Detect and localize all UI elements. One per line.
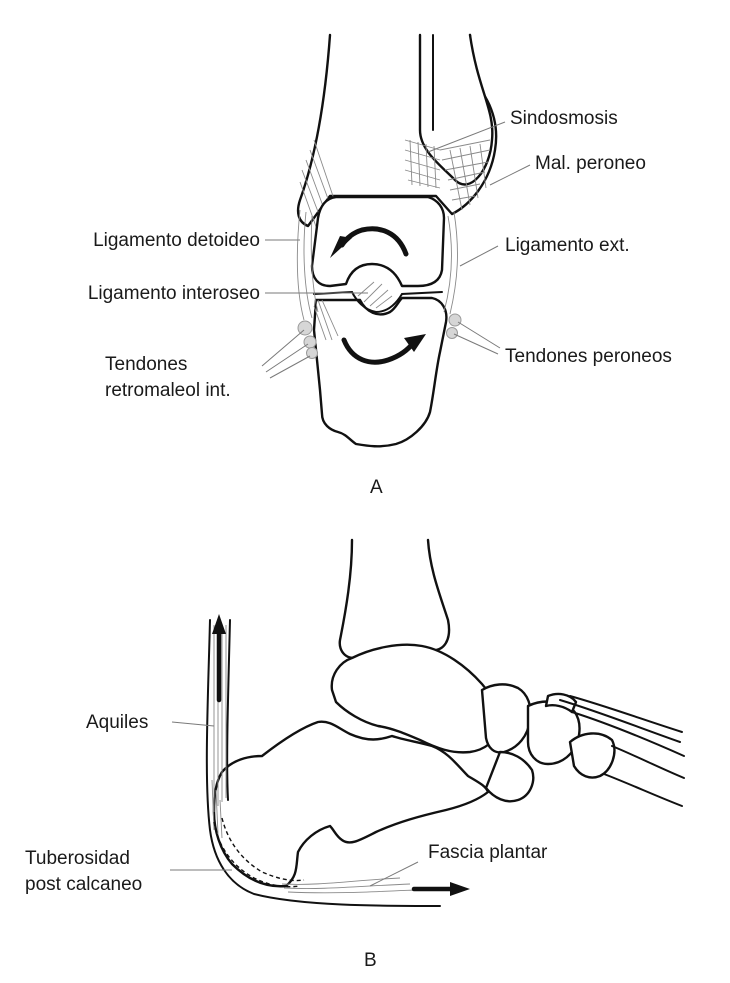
lateral-ligament — [444, 212, 457, 314]
panel-a: Sindosmosis Mal. peroneo Ligamento detoi… — [88, 35, 672, 498]
calcaneus-bone — [314, 298, 446, 446]
metatarsal-shaft-bottom2 — [604, 774, 682, 806]
metatarsal-base — [570, 733, 614, 777]
achilles-pull-arrowhead — [212, 614, 226, 634]
label-ligamento-ext: Ligamento ext. — [505, 235, 630, 256]
label-tuberosidad-line1: Tuberosidad — [25, 848, 130, 869]
label-ligamento-deltoideo: Ligamento detoideo — [93, 230, 260, 251]
cuboid-bone — [486, 752, 533, 801]
label-ligamento-interoseo: Ligamento interoseo — [88, 283, 260, 304]
panel-a-letter: A — [370, 477, 383, 498]
label-sindesmosis: Sindosmosis — [510, 108, 618, 129]
fascia-pull-arrowhead — [450, 882, 470, 896]
label-aquiles: Aquiles — [86, 712, 148, 733]
plantar-fascia — [282, 878, 416, 893]
label-fascia-plantar: Fascia plantar — [428, 842, 548, 863]
metatarsal-shaft-upper2 — [570, 696, 682, 732]
label-tendones-retro-line1: Tendones — [105, 354, 187, 375]
panel-b-letter: B — [364, 950, 377, 971]
label-tendones-peroneos: Tendones peroneos — [505, 346, 672, 367]
label-tuberosidad-line2: post calcaneo — [25, 874, 142, 895]
peroneal-tendon-circles — [447, 314, 462, 339]
tibia-lateral-bone — [340, 540, 449, 658]
navicular-bone — [482, 684, 531, 752]
talus-bone — [312, 197, 444, 286]
label-tendones-retro-line2: retromaleol int. — [105, 380, 231, 401]
panel-b: Aquiles Tuberosidad post calcaneo Fascia… — [25, 540, 684, 971]
label-mal-peroneo: Mal. peroneo — [535, 153, 646, 174]
